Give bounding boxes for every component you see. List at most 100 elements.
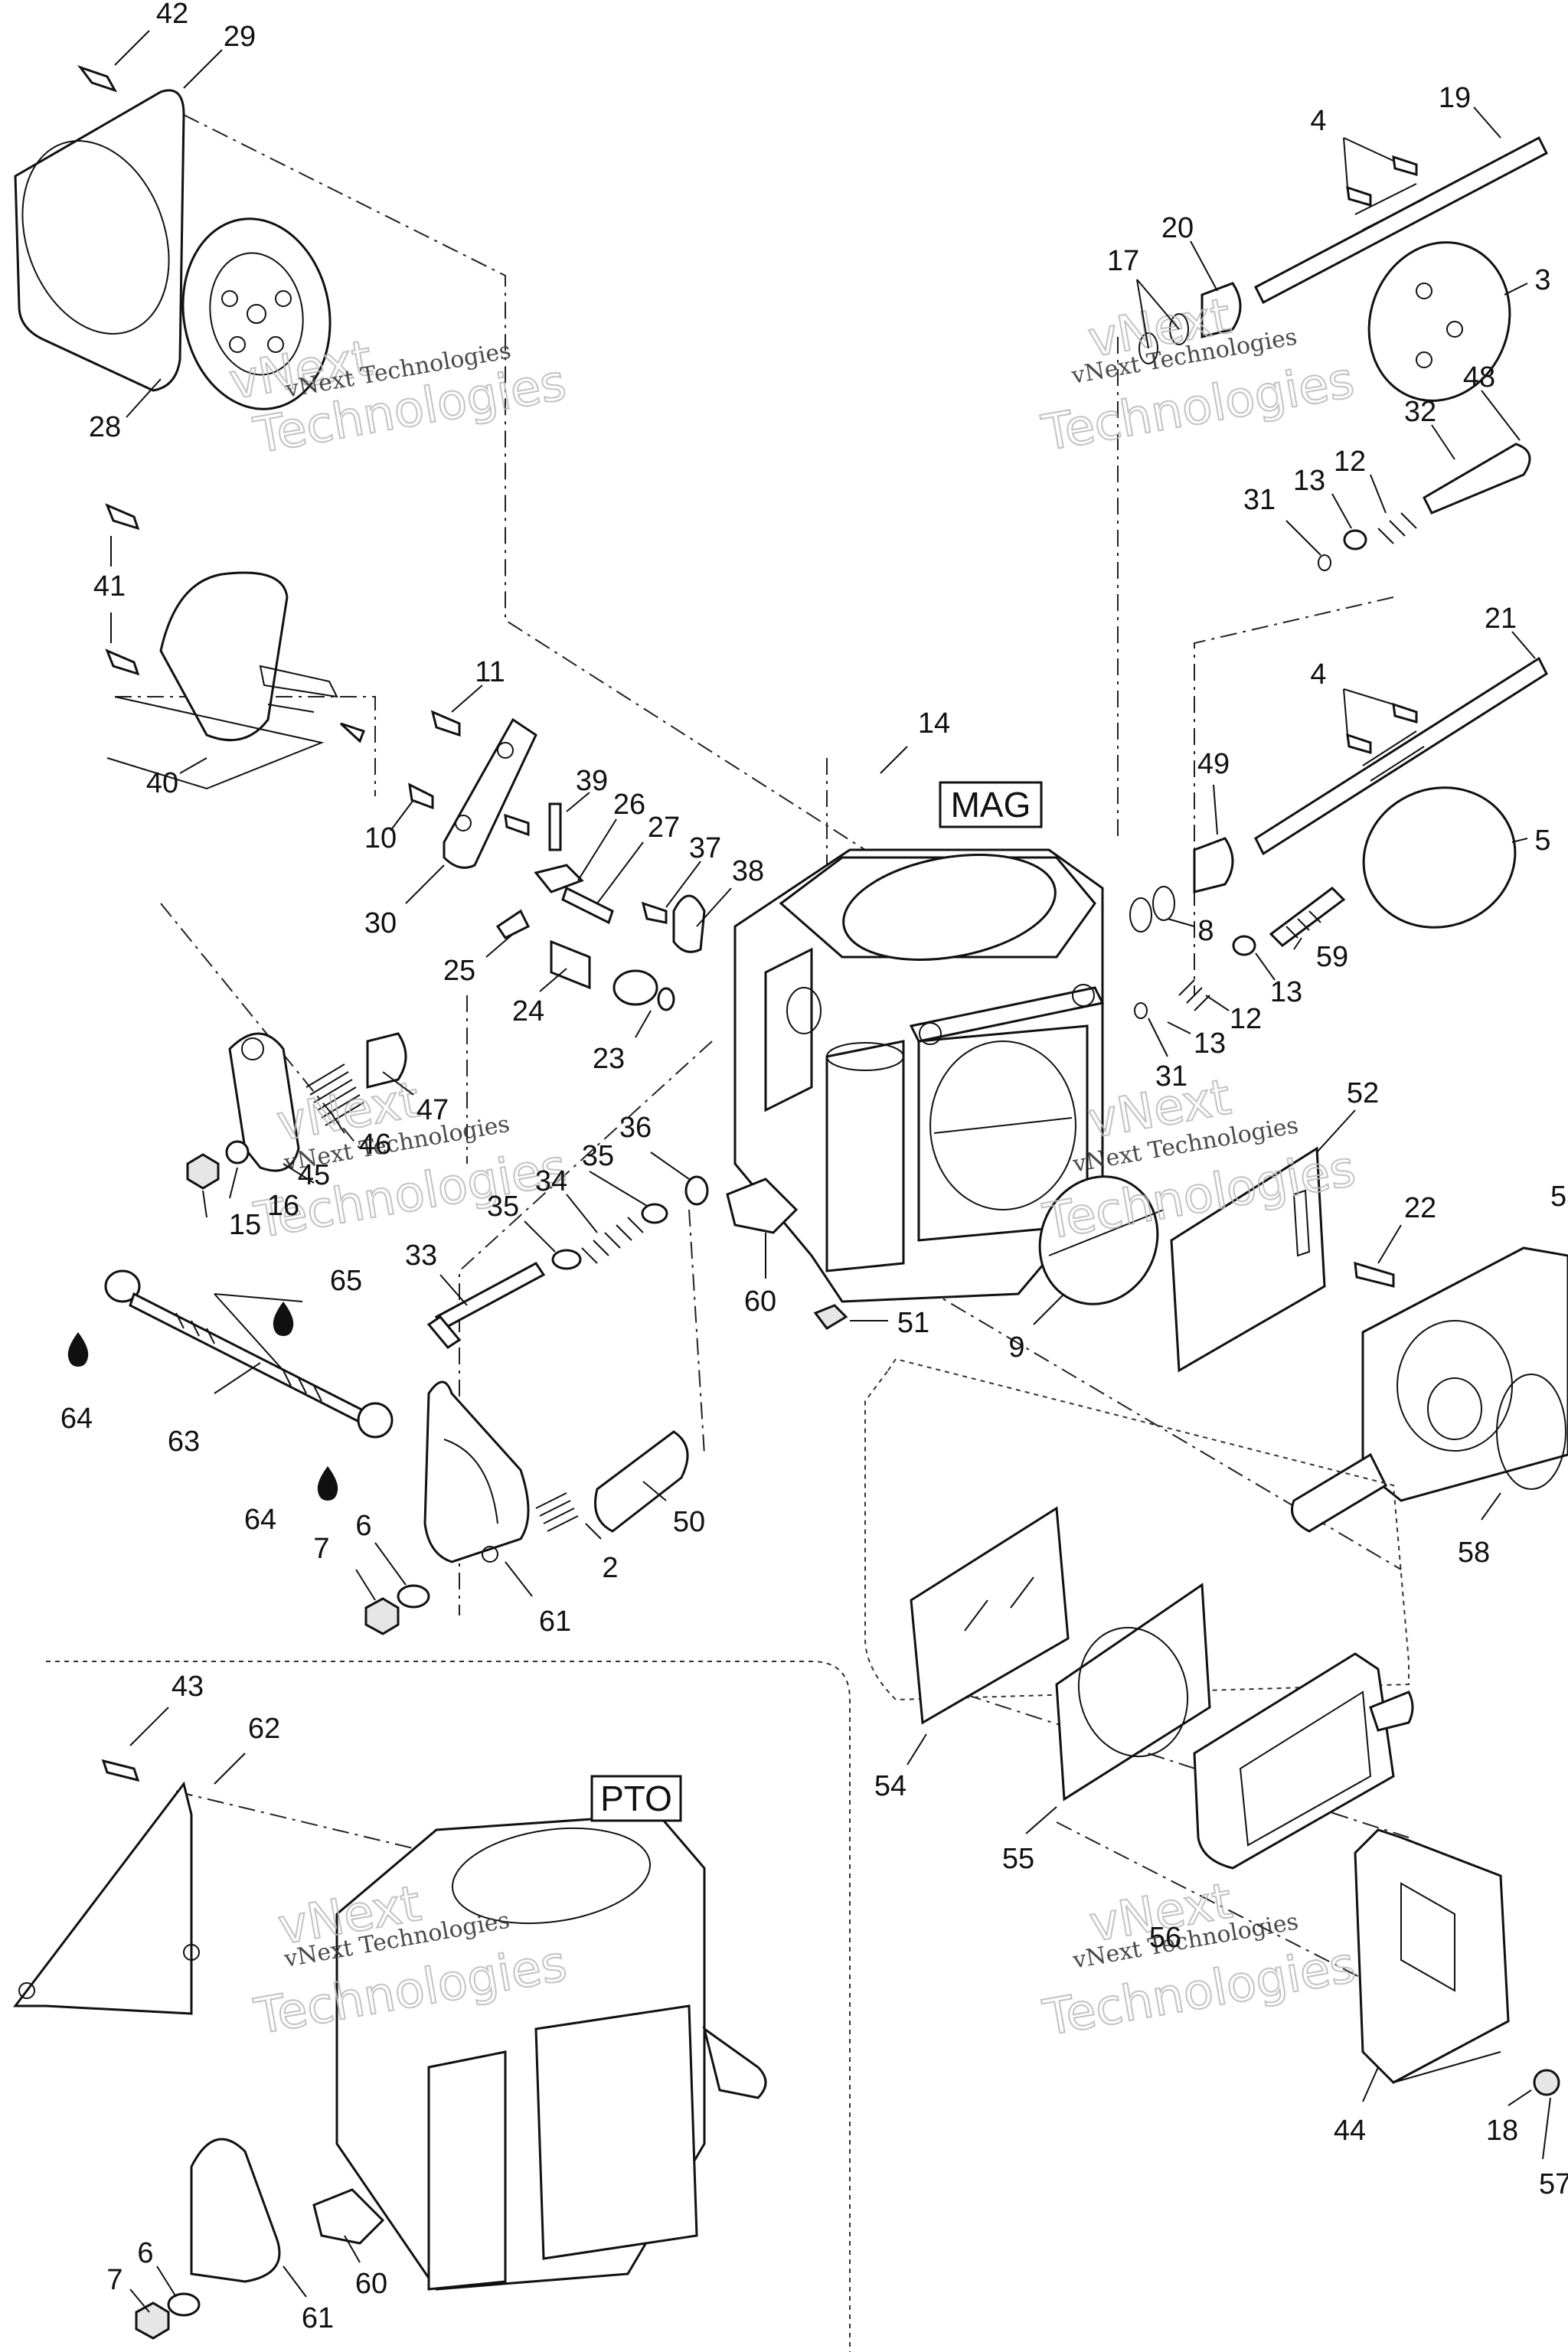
- callout-11: 11: [475, 656, 505, 688]
- gasket-54: [910, 1506, 1070, 1725]
- oring-8b: [1129, 897, 1152, 933]
- gasket-52: [1170, 1146, 1326, 1373]
- oring-17a: [1169, 313, 1189, 345]
- mixture-screw-group: [426, 1175, 709, 1349]
- pump-subassembly-outline: [864, 1357, 1410, 1701]
- carburetor-body-mag: [726, 848, 1105, 1330]
- callout-49: 49: [1197, 748, 1230, 780]
- svg-text:MAG: MAG: [951, 785, 1031, 825]
- washer-6a: [397, 1584, 430, 1609]
- shaft-19: [1254, 136, 1548, 305]
- clip-51: [813, 1304, 848, 1330]
- gasket-55: [1055, 1583, 1211, 1802]
- idle-screw-lower: [1134, 935, 1256, 1019]
- screw-48: [1423, 443, 1531, 514]
- callout-29: 29: [224, 21, 256, 53]
- oil-drop-64a: [67, 1332, 89, 1367]
- bracket-44: [1354, 1828, 1510, 2084]
- callout-12a: 12: [1334, 446, 1366, 478]
- callout-60b: 60: [355, 2268, 387, 2300]
- callout-46: 46: [359, 1129, 391, 1161]
- callout-56: 56: [1149, 1922, 1181, 1954]
- fuel-pump-group: [1038, 1146, 1568, 1533]
- idle-screw-upper: [1318, 443, 1531, 571]
- callout-61a: 61: [539, 1606, 571, 1638]
- callout-9: 9: [1008, 1331, 1024, 1364]
- callout-13c: 13: [1194, 1027, 1226, 1060]
- callout-62: 62: [248, 1713, 280, 1745]
- oring-17b: [1138, 332, 1158, 364]
- choke-lever-group: [186, 1032, 407, 1190]
- callout-12b: 12: [1230, 1003, 1262, 1035]
- pto-label: PTO: [590, 1775, 682, 1822]
- callout-31b: 31: [1155, 1060, 1187, 1093]
- callout-17: 17: [1107, 245, 1139, 277]
- bracket-60b: [312, 2188, 385, 2245]
- oring-31a: [1318, 554, 1331, 571]
- washer-13b: [1232, 935, 1256, 956]
- spring-2: [535, 1492, 579, 1532]
- callout-6a: 6: [355, 1510, 371, 1542]
- oil-drop-64b: [317, 1466, 338, 1501]
- callout-59: 59: [1316, 941, 1348, 973]
- callout-39: 39: [576, 765, 608, 797]
- callout-6b: 6: [137, 2237, 153, 2269]
- washer-16: [225, 1140, 250, 1165]
- leader-lines: [110, 30, 1551, 2313]
- oil-drop-65: [273, 1302, 294, 1336]
- callout-32: 32: [1404, 396, 1436, 428]
- callout-58: 58: [1458, 1537, 1490, 1569]
- callout-47: 47: [416, 1094, 449, 1126]
- callout-23: 23: [593, 1043, 625, 1075]
- callout-2: 2: [602, 1552, 618, 1584]
- callout-7a: 7: [313, 1533, 329, 1565]
- callout-50: 50: [673, 1506, 705, 1538]
- nut-15: [186, 1153, 220, 1190]
- disc-3: [1367, 241, 1511, 402]
- callout-36: 36: [619, 1112, 652, 1144]
- callout-35b: 35: [487, 1191, 519, 1223]
- callout-16: 16: [267, 1190, 299, 1222]
- callout-30: 30: [364, 907, 397, 939]
- callout-8: 8: [1197, 915, 1214, 947]
- callout-22: 22: [1404, 1192, 1436, 1224]
- plate-62: [12, 1781, 193, 2015]
- callout-18: 18: [1486, 2115, 1518, 2147]
- nut-7b: [135, 2301, 170, 2340]
- callout-37: 37: [689, 832, 721, 864]
- callout-60a: 60: [744, 1285, 776, 1318]
- callout-53: 53: [1550, 1181, 1568, 1213]
- callout-44: 44: [1334, 2115, 1366, 2147]
- lever-45: [228, 1032, 300, 1172]
- throttle-plate-upper: [364, 1380, 689, 1635]
- spring-34: [581, 1217, 644, 1264]
- callout-14: 14: [918, 707, 950, 740]
- throttle-shaft-upper: [1138, 136, 1548, 402]
- disc-5: [1362, 786, 1517, 929]
- callout-4a: 4: [1310, 105, 1326, 137]
- callout-52: 52: [1347, 1077, 1379, 1109]
- bushing-47: [366, 1032, 407, 1089]
- cam-40: [159, 571, 289, 742]
- mag-label: MAG: [939, 781, 1043, 828]
- cover-56: [1193, 1652, 1395, 1870]
- callout-57: 57: [1539, 2168, 1568, 2200]
- screw-42: [77, 65, 118, 93]
- cam-plate-group: [105, 503, 365, 790]
- washer-18: [1533, 2069, 1560, 2096]
- callout-28: 28: [89, 411, 121, 443]
- callout-55: 55: [1002, 1843, 1034, 1875]
- gasket-29: [14, 89, 185, 392]
- sleeve-50: [594, 1430, 689, 1533]
- washer-6b: [167, 2292, 201, 2317]
- lever-bracket-group: [408, 710, 706, 1011]
- callout-45: 45: [298, 1159, 330, 1191]
- callout-51: 51: [897, 1307, 929, 1339]
- carburetor-body-pto: [12, 1759, 767, 2340]
- spring-12b: [1178, 979, 1210, 1011]
- bushing-20: [1200, 282, 1242, 338]
- svg-text:PTO: PTO: [600, 1779, 672, 1818]
- callout-35a: 35: [582, 1140, 614, 1172]
- oring-31b: [1134, 1002, 1148, 1019]
